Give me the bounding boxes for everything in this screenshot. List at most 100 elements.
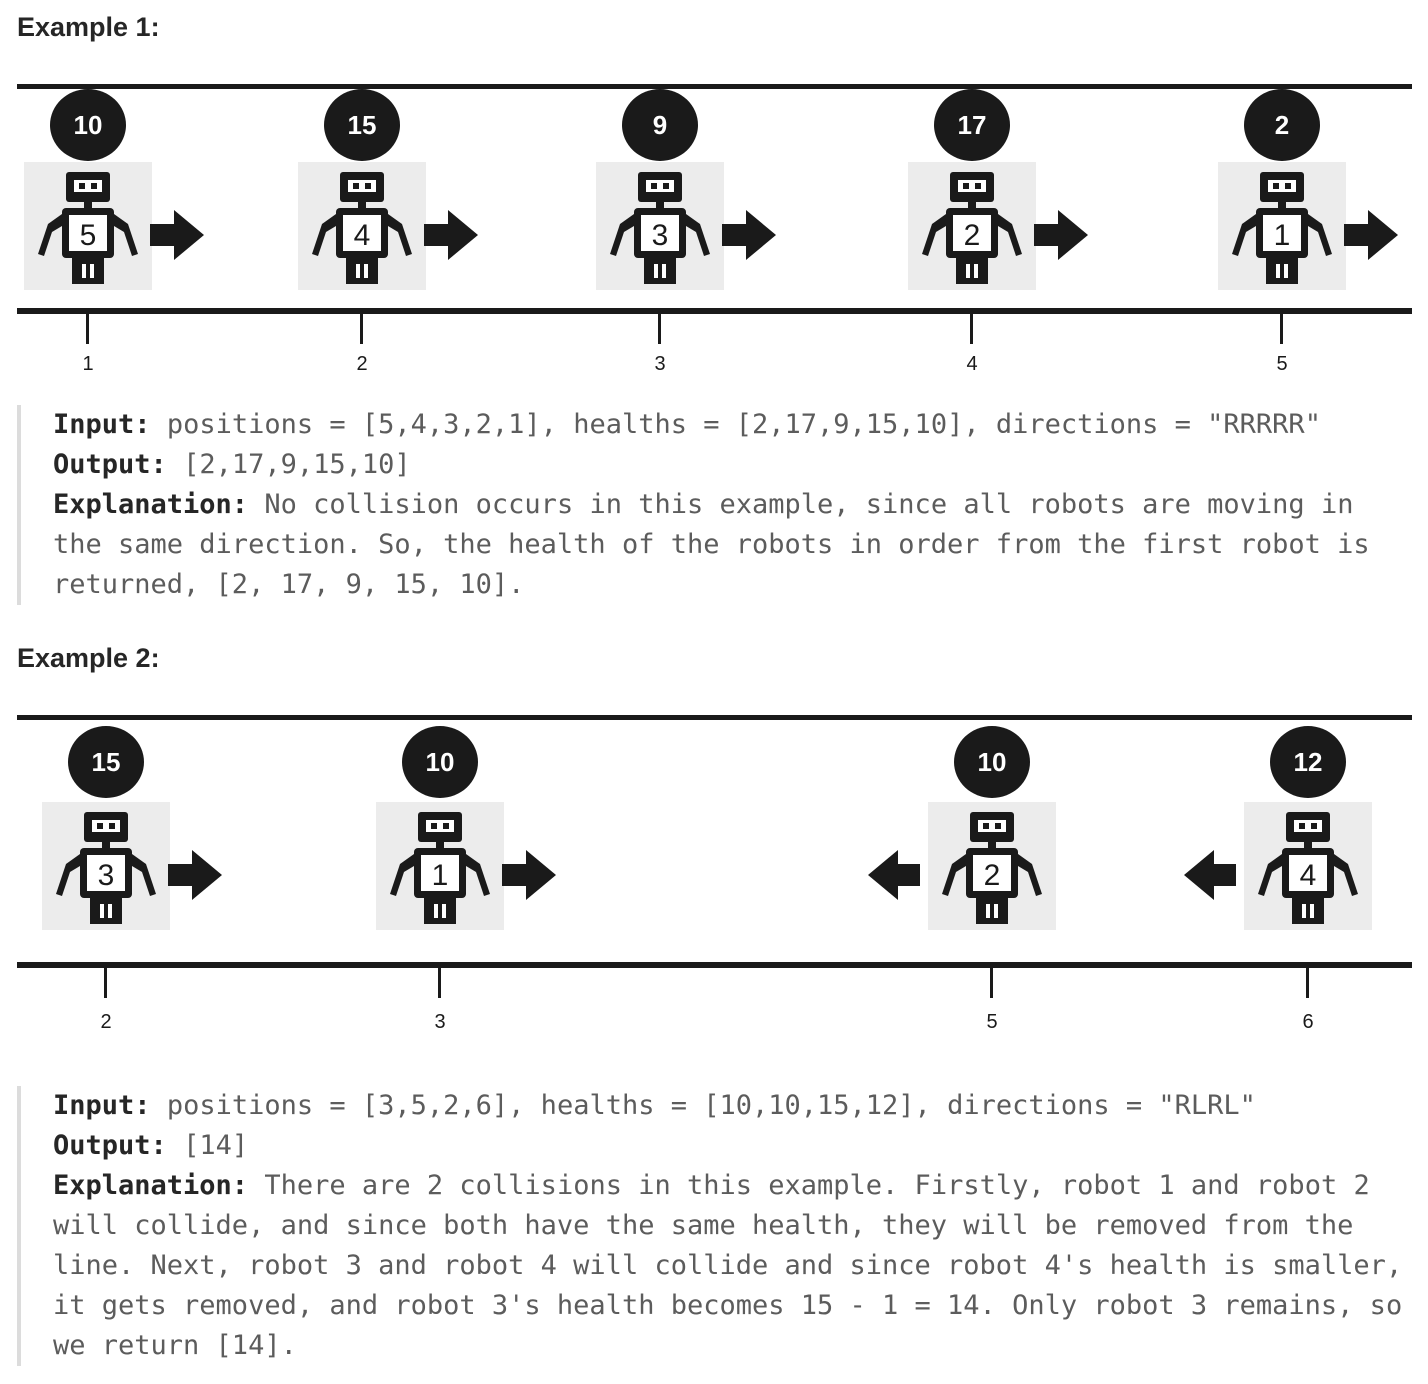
- robot-eye-left: [651, 183, 657, 189]
- robot-neck: [102, 842, 110, 848]
- position-label: 2: [356, 353, 367, 375]
- robot-2: 10 1 3: [376, 726, 556, 1033]
- robot-chest: [641, 215, 679, 251]
- health-balloon: [622, 89, 698, 161]
- position-label: 5: [986, 1011, 997, 1033]
- robot-eye-left: [1299, 823, 1305, 829]
- robot-chest: [343, 215, 381, 251]
- robot-legs-bar: [990, 904, 994, 918]
- robot-eye-right: [91, 183, 97, 189]
- example-2-output-label: Output:: [53, 1130, 167, 1161]
- robot-label: 2: [984, 859, 1001, 892]
- robot-arm-right: [1308, 214, 1332, 256]
- robot-arm-right: [114, 214, 138, 256]
- robot-arm-left: [1232, 214, 1256, 256]
- robot-arm-right: [132, 854, 156, 896]
- arrow-right-icon: [502, 850, 556, 900]
- robot-label: 4: [354, 219, 371, 252]
- example-1-explanation-value: No collision occurs in this example, sin…: [53, 489, 1370, 600]
- example-1-output-value: [2,17,9,15,10]: [183, 449, 411, 480]
- robot-visor: [426, 820, 454, 832]
- robot-eye-right: [365, 183, 371, 189]
- arrow-right-icon: [168, 850, 222, 900]
- arrow-left-icon: [1184, 850, 1236, 900]
- health-value: 17: [958, 110, 987, 140]
- robot-legs-bar: [1280, 264, 1284, 278]
- robot-neck: [358, 202, 366, 208]
- health-balloon: [324, 89, 400, 161]
- robot-legs-bar: [104, 904, 108, 918]
- robot-arm-left: [1258, 854, 1282, 896]
- robot-arm-right: [686, 214, 710, 256]
- robot-arm-left: [610, 214, 634, 256]
- health-value: 10: [74, 110, 103, 140]
- health-value: 9: [653, 110, 667, 140]
- example-2-explanation-value: There are 2 collisions in this example. …: [53, 1170, 1403, 1361]
- robot-arm-right: [388, 214, 412, 256]
- robot-5: 215: [1218, 89, 1398, 375]
- position-tick: [1306, 968, 1309, 998]
- robot-eye-left: [983, 823, 989, 829]
- robot-eye-left: [1273, 183, 1279, 189]
- robot-3: 933: [596, 89, 776, 375]
- position-tick: [970, 314, 973, 344]
- robot-chest: [953, 215, 991, 251]
- health-value: 10: [426, 747, 455, 777]
- example-1-output-label: Output:: [53, 449, 167, 480]
- top-line: [17, 715, 1412, 720]
- health-balloon: [954, 726, 1030, 798]
- position-tick: [104, 968, 107, 998]
- health-value: 2: [1275, 110, 1289, 140]
- robot-label: 1: [1274, 219, 1291, 252]
- position-tick: [360, 314, 363, 344]
- robot-eye-left: [97, 823, 103, 829]
- health-value: 12: [1294, 747, 1323, 777]
- robot-neck: [1304, 842, 1312, 848]
- example-2-input-label: Input:: [53, 1090, 151, 1121]
- example-1-heading: Example 1:: [17, 12, 160, 42]
- robot-visor: [646, 180, 674, 192]
- example-2-explanation-label: Explanation:: [53, 1170, 249, 1201]
- position-tick: [658, 314, 661, 344]
- robot-arm-left: [942, 854, 966, 896]
- robot-neck: [84, 202, 92, 208]
- robot-label: 5: [80, 219, 97, 252]
- arrow-right-icon: [424, 210, 478, 260]
- arrow-right-icon: [1034, 210, 1088, 260]
- arrow-right-icon: [722, 210, 776, 260]
- position-label: 2: [100, 1011, 111, 1033]
- health-value: 15: [92, 747, 121, 777]
- robot-visor: [92, 820, 120, 832]
- robot-eye-right: [443, 823, 449, 829]
- robot-arm-right: [1018, 854, 1042, 896]
- robot-neck: [988, 842, 996, 848]
- health-balloon: [68, 726, 144, 798]
- robot-arm-right: [466, 854, 490, 896]
- position-label: 3: [434, 1011, 445, 1033]
- robot-neck: [1278, 202, 1286, 208]
- position-label: 3: [654, 353, 665, 375]
- robot-eye-right: [1311, 823, 1317, 829]
- robot-visor: [1294, 820, 1322, 832]
- health-balloon: [1270, 726, 1346, 798]
- robot-arm-left: [312, 214, 336, 256]
- robot-label: 3: [98, 859, 115, 892]
- robot-neck: [656, 202, 664, 208]
- position-label: 4: [966, 353, 977, 375]
- example-1-input-value: positions = [5,4,3,2,1], healths = [2,17…: [166, 409, 1321, 440]
- robot-legs-bar: [970, 264, 974, 278]
- arrow-right-icon: [150, 210, 204, 260]
- robot-chest: [69, 215, 107, 251]
- example-2-input-value: positions = [3,5,2,6], healths = [10,10,…: [166, 1090, 1256, 1121]
- robot-label: 2: [964, 219, 981, 252]
- robot-chest: [1263, 215, 1301, 251]
- example-2-output-value: [14]: [183, 1130, 249, 1161]
- robot-label: 1: [432, 859, 449, 892]
